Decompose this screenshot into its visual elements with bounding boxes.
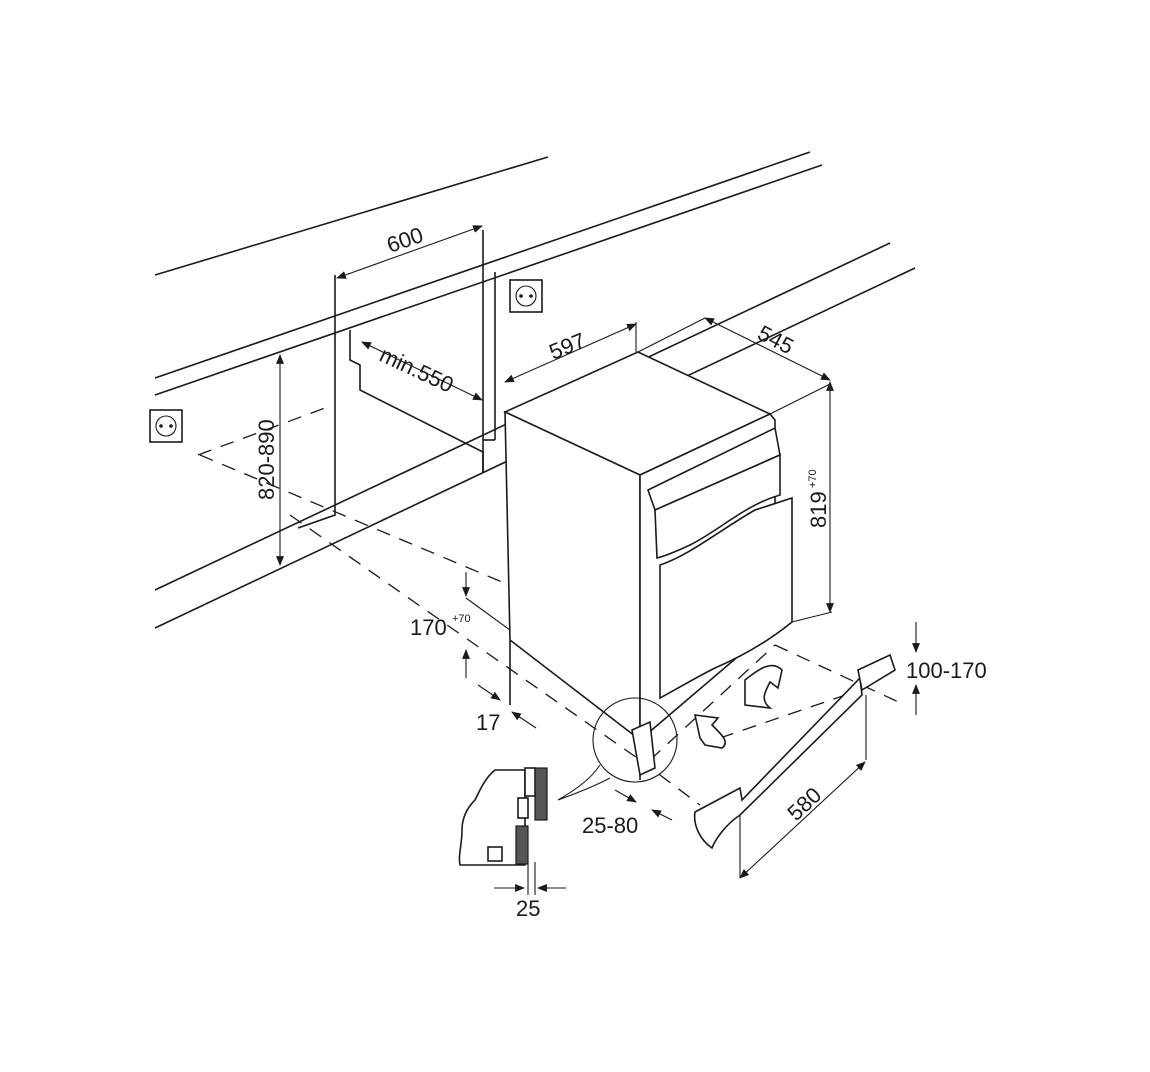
- dim-25-80: 25-80: [582, 813, 638, 838]
- niche-walls: [297, 230, 496, 529]
- dim-min-550: min.550: [376, 342, 458, 398]
- door-panels: [647, 426, 793, 700]
- dim-170-tolerance: +70: [452, 613, 471, 625]
- dim-580: 580: [782, 782, 826, 825]
- dim-819-tolerance: +70: [807, 469, 819, 488]
- dim-600: 600: [383, 222, 426, 258]
- wall-socket-left-icon: [149, 409, 183, 443]
- dimension-lines: [276, 225, 920, 892]
- dim-25: 25: [516, 896, 540, 921]
- dim-170: 170: [410, 615, 447, 640]
- dim-100-170: 100-170: [906, 658, 987, 683]
- ventilation-arrows: [693, 664, 783, 749]
- dim-597: 597: [546, 328, 589, 365]
- dim-819: 819: [806, 491, 831, 528]
- dim-17: 17: [476, 710, 500, 735]
- dim-820-890: 820-890: [254, 419, 279, 500]
- wall-socket-right-icon: [509, 279, 543, 313]
- detail-callout: [557, 697, 678, 801]
- detail-inset: [458, 767, 548, 895]
